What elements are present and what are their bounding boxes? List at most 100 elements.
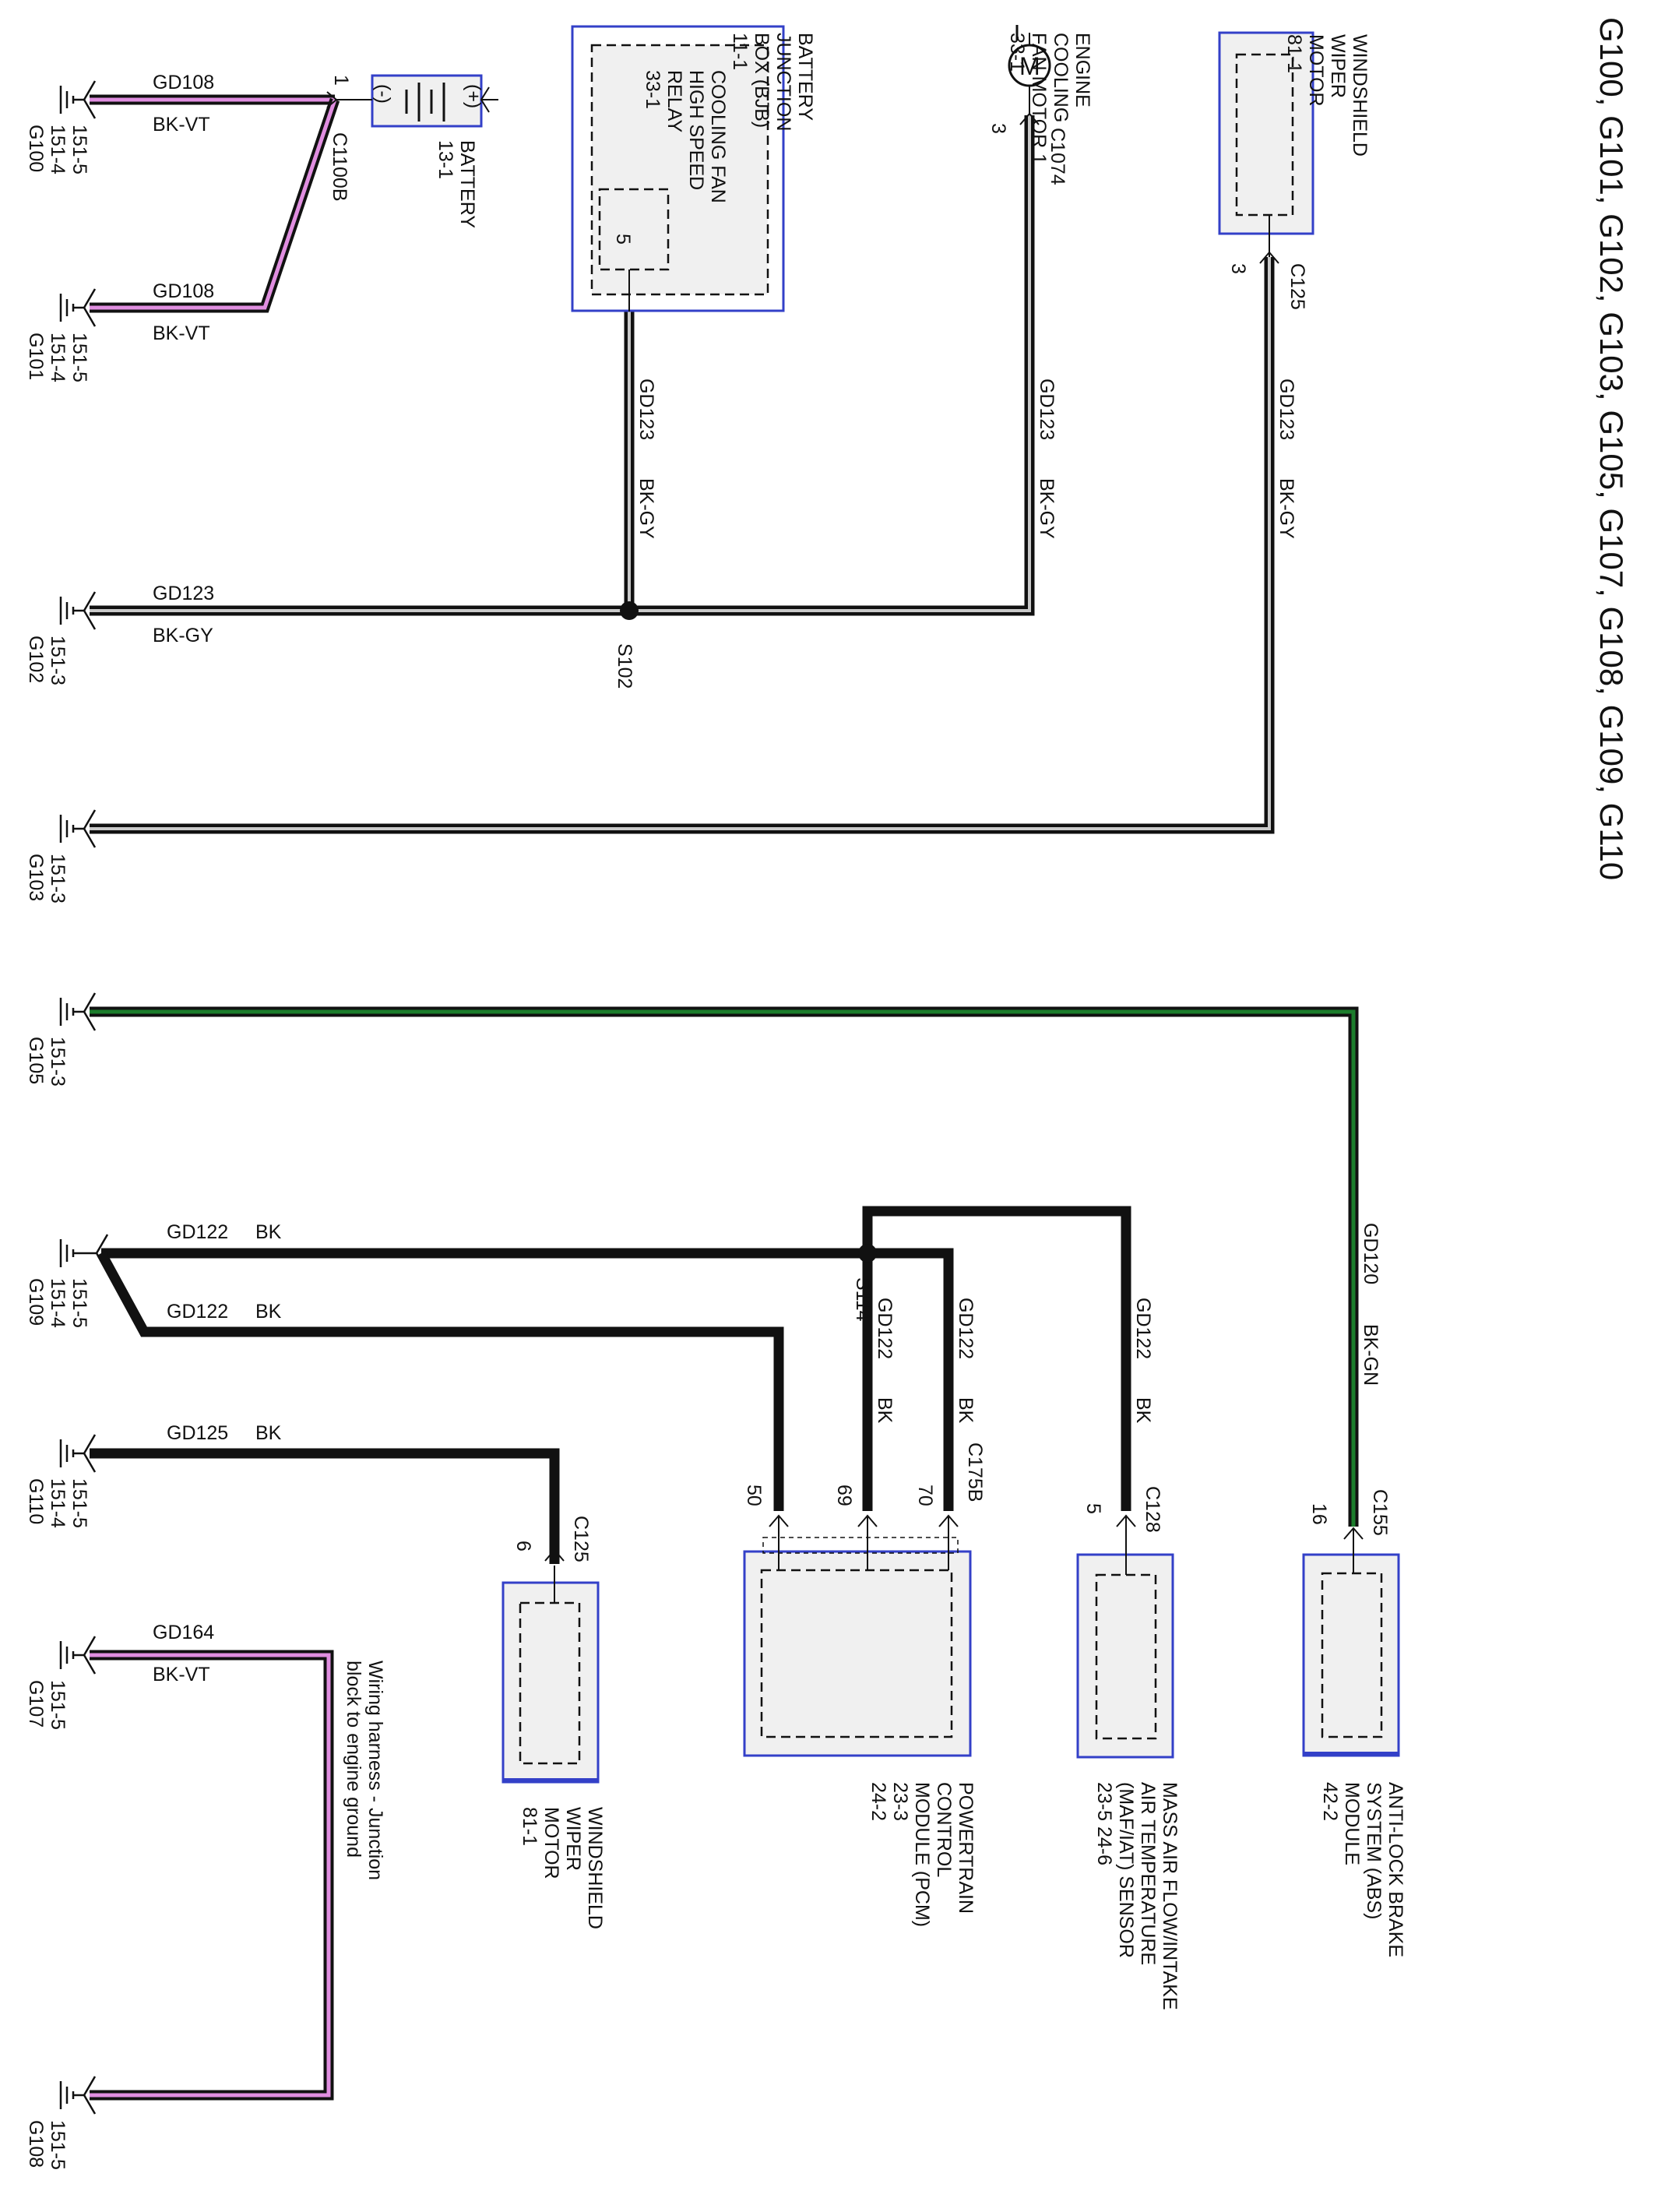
wire-label-gd120: GD120 bbox=[1360, 1223, 1381, 1284]
splice-s102-dot bbox=[620, 601, 639, 620]
wire-gd123-g103 bbox=[90, 257, 1275, 834]
wire-gd122-s114-pin70 bbox=[867, 1248, 954, 1511]
ground-g102-label-2: 151-3 bbox=[47, 636, 69, 685]
pcm-pin-69-label: 69 bbox=[833, 1485, 855, 1506]
battery-pos-label: (+) bbox=[463, 84, 484, 108]
ground-g108-label-1: G108 bbox=[25, 2120, 47, 2168]
pcm-label-line-3: MODULE (PCM) bbox=[911, 1782, 933, 1927]
ground-g101-label-3: 151-5 bbox=[69, 333, 90, 382]
wire-label-gd123-wiper: GD123 bbox=[1276, 379, 1297, 440]
wire-label-bkvt-bottom: BK-VT bbox=[153, 322, 210, 344]
ground-g100-label-3: 151-5 bbox=[69, 125, 90, 174]
wire-label-bkgn: BK-GN bbox=[1360, 1324, 1381, 1386]
ground-g101-label-1: G101 bbox=[25, 333, 47, 380]
wiper-bottom-pin-label: 6 bbox=[512, 1541, 534, 1552]
connector-c128-label: C128 bbox=[1142, 1486, 1163, 1533]
fan-motor-component: M ENGINE COOLING FAN MOTOR 1 33-1 3 C107… bbox=[987, 25, 1093, 185]
wiper-bottom-label-line-3: MOTOR bbox=[540, 1807, 562, 1879]
wiper-motor-bottom-component: WINDSHIELD WIPER MOTOR 81-1 6 C125 bbox=[501, 1516, 606, 1929]
wire-label-bkvt-gd164: BK-VT bbox=[153, 1664, 210, 1685]
battery-pin-label: 1 bbox=[330, 75, 352, 86]
wire-label-gd122-pin69: GD122 bbox=[874, 1298, 896, 1359]
abs-module-component: ANTI-LOCK BRAKE SYSTEM (ABS) MODULE 42-2… bbox=[1302, 1489, 1406, 1957]
wiper-top-pin-label: 3 bbox=[1227, 263, 1249, 274]
ground-g109-label-2: 151-4 bbox=[47, 1278, 69, 1328]
wire-label-gd122-maf: GD122 bbox=[1132, 1298, 1154, 1359]
battery-neg-label: (-) bbox=[372, 84, 394, 104]
wire-label-bk-lower: BK bbox=[255, 1301, 282, 1323]
harness-note-line-2: block to engine ground bbox=[343, 1661, 364, 1858]
pcm-label-line-5: 24-2 bbox=[867, 1782, 889, 1821]
pcm-label-line-4: 23-3 bbox=[889, 1782, 911, 1821]
wire-label-gd123-fan: GD123 bbox=[1036, 379, 1058, 440]
connector-c1100b-label: C1100B bbox=[329, 132, 350, 202]
fan-motor-label-line-4: 33-1 bbox=[1006, 33, 1028, 72]
wire-label-bkgy-fan: BK-GY bbox=[1036, 478, 1058, 539]
wire-label-bk-top: BK bbox=[255, 1221, 282, 1243]
wiper-top-label-line-3: MOTOR bbox=[1305, 34, 1327, 107]
bjb-label-line-2: JUNCTION bbox=[772, 33, 794, 131]
pcm-component: POWERTRAIN CONTROL MODULE (PCM) 23-3 24-… bbox=[743, 1442, 986, 1927]
bjb-component: 5 COOLING FAN HIGH SPEED RELAY 33-1 BATT… bbox=[571, 25, 816, 312]
maf-label-line-2: AIR TEMPERATURE bbox=[1137, 1782, 1159, 1965]
fan-motor-label-line-3: FAN MOTOR 1 bbox=[1028, 33, 1050, 164]
connector-c175b-label: C175B bbox=[964, 1442, 986, 1502]
maf-label-line-1: MASS AIR FLOW/INTAKE bbox=[1159, 1782, 1181, 2010]
fan-motor-pin-label: 3 bbox=[987, 123, 1009, 134]
abs-pin-label: 16 bbox=[1308, 1503, 1330, 1525]
wire-label-gd108-top: GD108 bbox=[153, 72, 214, 93]
ground-g107-label-2: 151-5 bbox=[47, 1680, 69, 1730]
splice-s102-label: S102 bbox=[614, 643, 635, 689]
wire-gd164-g107-g108 bbox=[90, 1650, 334, 2101]
abs-label-line-1: ANTI-LOCK BRAKE bbox=[1385, 1782, 1406, 1957]
bjb-label-line-1: BATTERY bbox=[794, 33, 816, 121]
wiper-motor-top-component: WINDSHIELD WIPER MOTOR 81-1 3 C125 bbox=[1218, 31, 1371, 310]
abs-label-line-4: 42-2 bbox=[1319, 1782, 1341, 1821]
abs-label-line-3: MODULE bbox=[1341, 1782, 1363, 1865]
ground-g101-label-2: 151-4 bbox=[47, 333, 69, 382]
connector-c125-bottom-marker bbox=[544, 1548, 565, 1562]
pcm-pin-50-label: 50 bbox=[743, 1485, 765, 1506]
fan-motor-label-line-1: ENGINE bbox=[1072, 33, 1093, 107]
wire-label-gd123-bjb: GD123 bbox=[635, 379, 657, 440]
relay-label-line-4: 33-1 bbox=[642, 70, 663, 109]
ground-g110-label-3: 151-5 bbox=[69, 1478, 90, 1528]
ground-g108-label-2: 151-5 bbox=[47, 2120, 69, 2170]
ground-g103-label-1: G103 bbox=[25, 854, 47, 901]
bjb-label-line-4: 11-1 bbox=[729, 33, 751, 70]
wire-label-gd122-pin70: GD122 bbox=[955, 1298, 977, 1359]
wire-label-gd108-bottom: GD108 bbox=[153, 280, 214, 302]
wire-label-bkgy-wiper: BK-GY bbox=[1276, 478, 1297, 539]
ground-g102-label-1: G102 bbox=[25, 636, 47, 683]
wiper-top-label-line-4: 81-1 bbox=[1283, 34, 1305, 73]
wiper-top-label-line-1: WINDSHIELD bbox=[1349, 34, 1371, 157]
diagram-title: G100, G101, G102, G103, G105, G107, G108… bbox=[1593, 17, 1630, 880]
ground-g100-label-2: 151-4 bbox=[47, 125, 69, 174]
battery-label-line-2: 13-1 bbox=[435, 140, 456, 179]
maf-sensor-component: MASS AIR FLOW/INTAKE AIR TEMPERATURE (MA… bbox=[1076, 1486, 1181, 2010]
ground-g109-label-3: 151-5 bbox=[69, 1278, 90, 1328]
maf-label-line-3: (MAF/IAT) SENSOR bbox=[1115, 1782, 1137, 1958]
ground-g107-label-1: G107 bbox=[25, 1680, 47, 1728]
relay-label-line-1: COOLING FAN bbox=[707, 70, 729, 203]
wiper-bottom-label-line-1: WINDSHIELD bbox=[584, 1807, 606, 1929]
harness-note-line-1: Wiring harness - Junction bbox=[364, 1661, 386, 1880]
motor-symbol: M bbox=[1019, 52, 1040, 80]
ground-g100-label-1: G100 bbox=[25, 125, 47, 172]
wire-label-gd125: GD125 bbox=[167, 1422, 228, 1444]
ground-g105-label-2: 151-3 bbox=[47, 1037, 69, 1087]
wire-label-bkgy-bjb: BK-GY bbox=[635, 478, 657, 539]
wire-label-bk-pin69: BK bbox=[874, 1397, 896, 1424]
connector-c155-label: C155 bbox=[1369, 1489, 1391, 1536]
maf-label-line-4: 23-5 24-6 bbox=[1093, 1782, 1115, 1865]
connector-c1074-label: C1074 bbox=[1047, 128, 1068, 185]
relay-pin-label: 5 bbox=[612, 234, 634, 245]
ground-g110-label-2: 151-4 bbox=[47, 1478, 69, 1528]
wire-label-bkvt-top: BK-VT bbox=[153, 114, 210, 136]
wire-label-gd122-top: GD122 bbox=[167, 1221, 228, 1243]
